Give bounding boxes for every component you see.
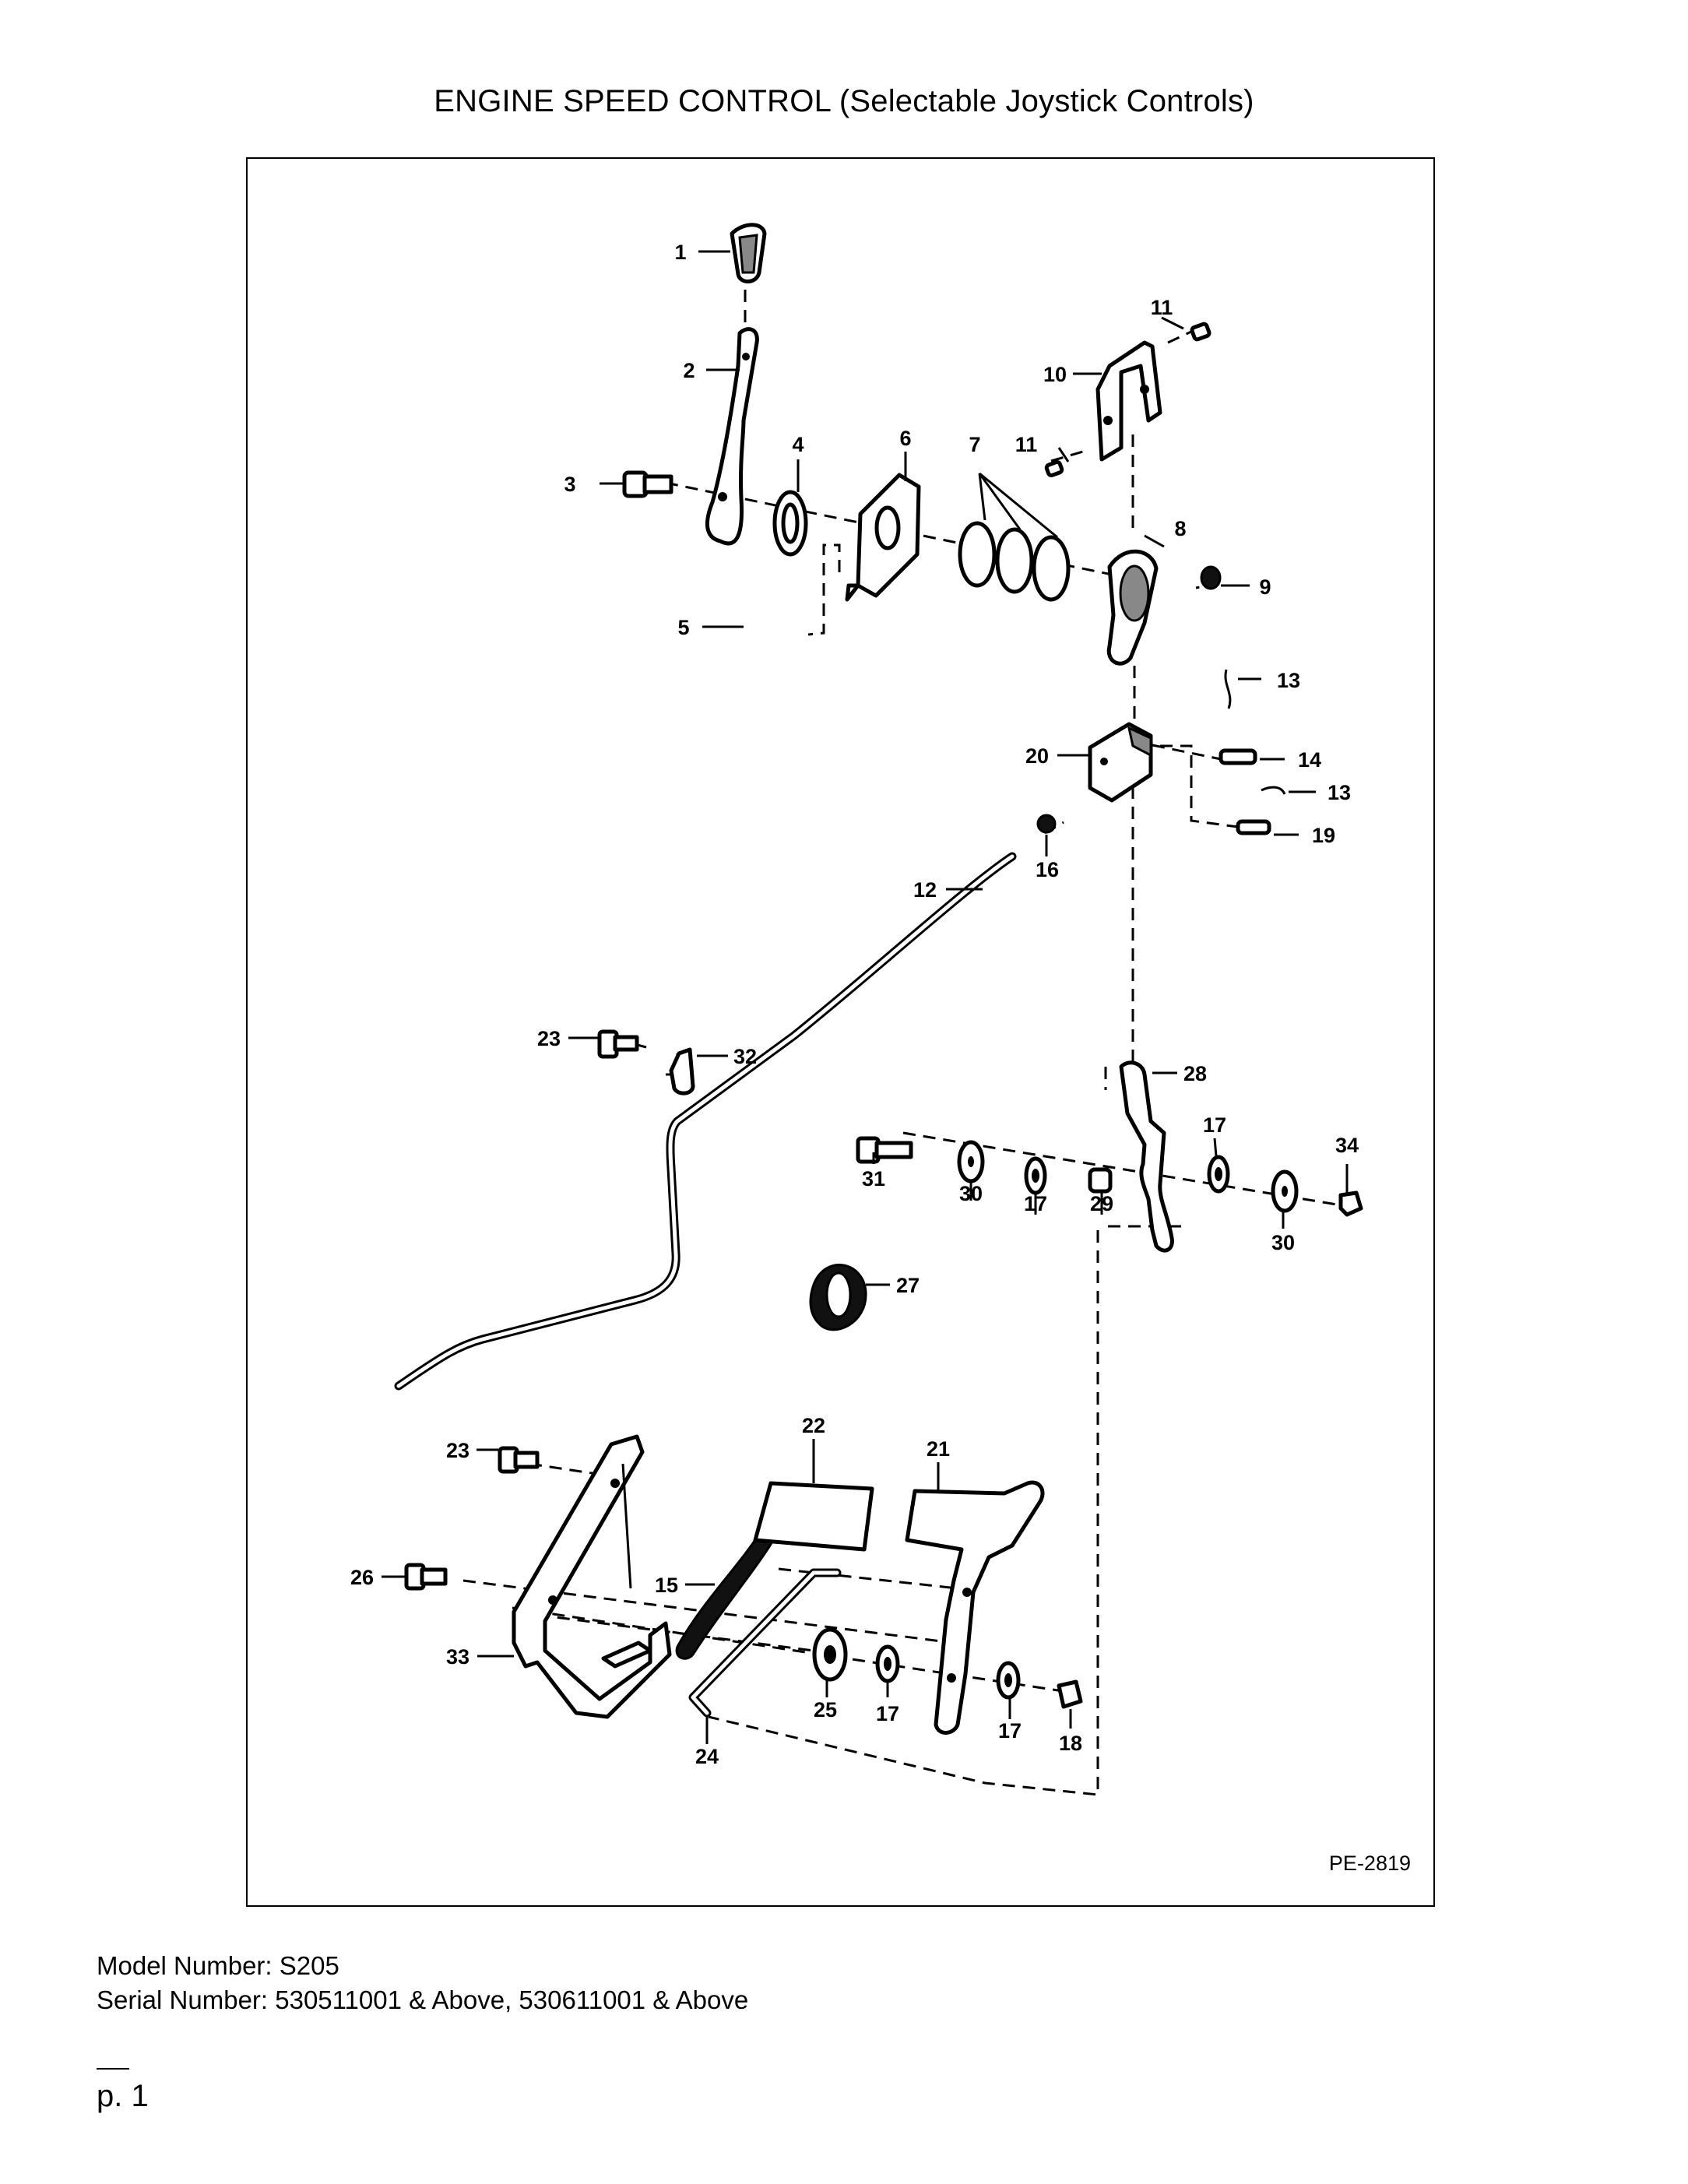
part-23-bolt-lower [498,1446,540,1474]
callout-25: 25 [814,1698,837,1722]
part-17-washer-d [996,1661,1021,1700]
callout-19: 19 [1312,824,1335,847]
callout-2: 2 [683,359,695,382]
part-7-o-rings [958,521,1071,602]
callout-23-upper: 23 [537,1027,561,1050]
callout-14: 14 [1298,748,1321,772]
callout-20: 20 [1025,744,1049,768]
callout-24: 24 [695,1745,719,1768]
callout-8: 8 [1174,517,1186,540]
part-6-bracket [845,473,921,602]
part-13-cotter-pins [1224,669,1286,795]
part-26-bolt [404,1563,448,1591]
part-3-bolt [600,470,673,498]
callout-17-a: 17 [1024,1192,1047,1215]
part-2-lever [705,327,759,546]
callout-34: 34 [1335,1134,1359,1157]
callout-31: 31 [862,1167,885,1190]
part-21-pedal [905,1480,1045,1735]
page-title: ENGINE SPEED CONTROL (Selectable Joystic… [434,84,1254,118]
callout-13-lower: 13 [1328,781,1351,804]
part-4-washer [772,490,808,557]
page-number-rule [97,2068,129,2070]
model-number: Model Number: S205 [97,1951,339,1980]
part-30-washer-left [957,1140,985,1183]
callout-1: 1 [674,241,686,264]
callout-33: 33 [446,1645,469,1669]
callout-23-lower: 23 [446,1439,469,1462]
callout-22: 22 [802,1414,825,1437]
part-24-linkage-rod [688,1568,842,1718]
part-23-bolt-upper [597,1029,639,1059]
part-1-knob [730,223,767,283]
callout-21: 21 [927,1437,950,1461]
part-29-bushing [1088,1167,1113,1194]
part-19-pin [1236,819,1271,835]
callout-10: 10 [1043,363,1067,386]
part-34-nut [1338,1190,1363,1217]
callout-labels: 1 2 3 4 5 6 7 8 9 10 11 11 13 14 13 19 2… [350,241,1359,1768]
callout-18: 18 [1059,1732,1082,1755]
callout-7: 7 [969,433,980,456]
part-22-pedal-pad [753,1481,874,1552]
serial-number: Serial Number: 530511001 & Above, 530611… [97,1985,749,2014]
part-8-friction-plate [1106,549,1159,666]
diagram-frame [246,157,1435,1907]
callout-4: 4 [792,433,804,456]
part-16-nut [1036,814,1057,834]
callout-13-upper: 13 [1277,669,1300,692]
part-33-pedal-bracket [512,1434,672,1719]
callout-15: 15 [655,1574,678,1597]
part-17-washer-c [875,1644,900,1683]
callout-30-right: 30 [1271,1231,1295,1254]
part-12-throttle-rod [394,852,1017,1391]
callout-3: 3 [564,473,575,496]
callout-17-b: 17 [1203,1113,1226,1137]
part-14-pin [1219,748,1257,765]
callout-27: 27 [896,1274,920,1297]
callout-11-upper: 11 [1151,296,1173,319]
part-9-nut [1200,565,1222,590]
part-17-washer-a [1024,1156,1047,1195]
part-25-bushing [812,1627,848,1682]
callout-32: 32 [733,1045,757,1068]
callout-5: 5 [677,616,689,639]
part-20-clevis [1088,722,1153,803]
part-30-washer-right [1271,1169,1299,1213]
part-10-mount-bracket [1095,340,1162,462]
page-number: p. 1 [97,2079,149,2113]
callout-30-left: 30 [959,1182,983,1205]
callout-28: 28 [1183,1062,1207,1085]
part-11-screws [1044,322,1211,478]
part-28-lever [1119,1060,1174,1253]
diagram-reference-code: PE-2819 [1329,1852,1411,1875]
part-18-nut [1057,1679,1083,1709]
callout-17-d: 17 [998,1719,1022,1743]
callout-17-c: 17 [876,1702,899,1725]
callout-11-lower: 11 [1015,433,1038,456]
callout-9: 9 [1259,575,1271,599]
part-32-clip [669,1047,695,1096]
part-31-bolt [856,1136,913,1164]
callout-16: 16 [1036,858,1059,881]
callout-29: 29 [1090,1192,1113,1215]
part-17-washer-b [1207,1155,1230,1194]
part-27-grommet [809,1264,867,1331]
callout-26: 26 [350,1566,374,1589]
callout-12: 12 [913,878,937,902]
callout-6: 6 [899,427,911,450]
leader-lines [382,250,1349,1744]
